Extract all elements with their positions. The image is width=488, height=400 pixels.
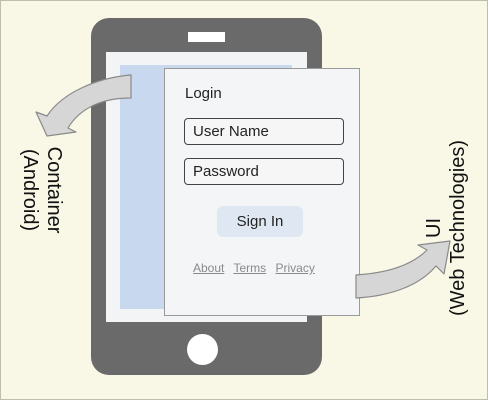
arrow-to-container xyxy=(35,74,132,137)
login-panel: Login User Name Password Sign In About T… xyxy=(164,68,360,316)
arrow-to-ui xyxy=(355,240,451,299)
container-label-sub: (Android) xyxy=(19,148,41,232)
username-field: User Name xyxy=(184,118,344,145)
container-label-title: Container xyxy=(43,146,65,234)
ui-label-title: UI xyxy=(423,218,445,238)
sign-in-button: Sign In xyxy=(217,206,303,237)
container-label: Container (Android) xyxy=(18,80,66,300)
password-field: Password xyxy=(184,158,344,185)
terms-link: Terms xyxy=(233,261,267,275)
login-title: Login xyxy=(185,85,222,102)
ui-label-sub: (Web Technologies) xyxy=(447,139,469,317)
phone-speaker xyxy=(188,32,225,42)
ui-label: UI (Web Technologies) xyxy=(422,108,470,348)
home-button xyxy=(187,334,218,365)
about-link: About xyxy=(193,261,225,275)
footer-links: About Terms Privacy xyxy=(193,261,321,275)
privacy-link: Privacy xyxy=(275,261,315,275)
